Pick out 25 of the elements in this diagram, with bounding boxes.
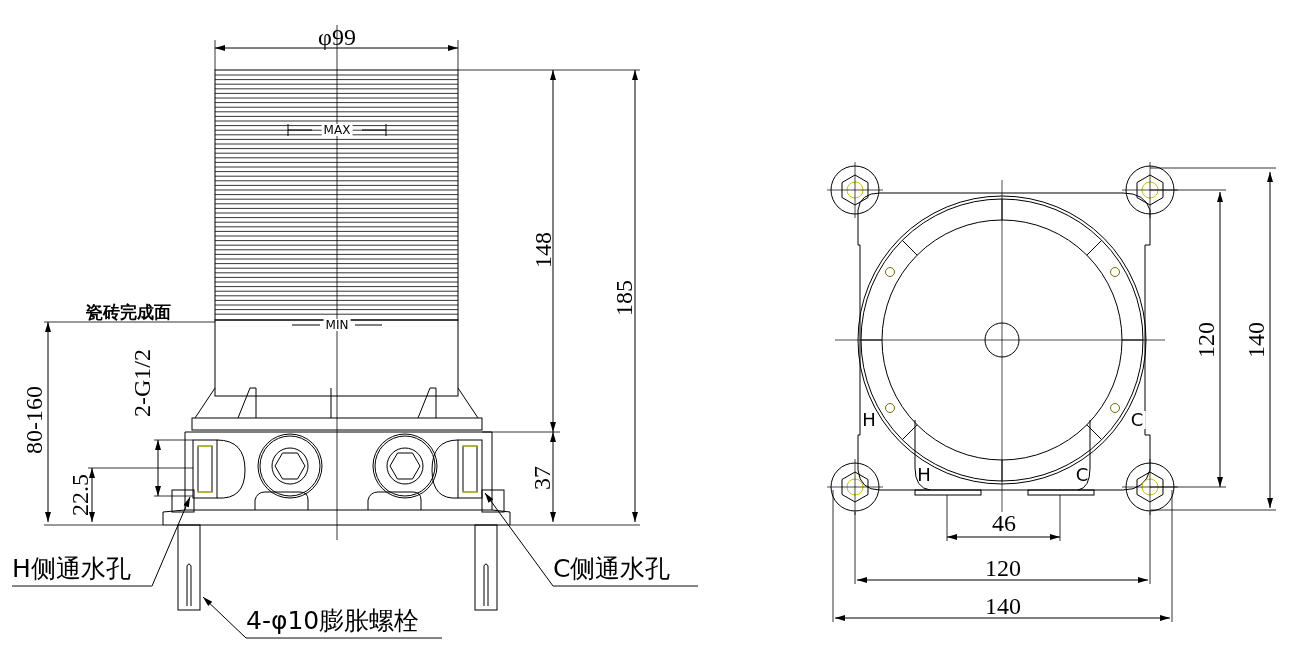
dimension-label: 140 (1244, 322, 1268, 358)
leader-line (484, 492, 699, 587)
dimension-label: 80-160 (22, 386, 46, 454)
port-letter-label: H (861, 411, 877, 429)
dimension-label: 185 (612, 280, 636, 316)
callout-label: H侧通水孔 (12, 556, 132, 581)
callout-label: 4-φ10膨胀螺栓 (246, 608, 421, 633)
dimension-label: 140 (985, 594, 1021, 618)
port-letter-label: C (1128, 411, 1146, 429)
dimension-label: 46 (992, 511, 1016, 535)
dimension-label: 120 (1194, 322, 1218, 358)
dimension-label: φ99 (318, 25, 356, 49)
port-letter-label: C (1074, 466, 1090, 484)
level-mark-label: MIN (323, 319, 351, 331)
leader-line (202, 596, 443, 639)
tile-surface-label: 瓷砖完成面 (85, 303, 171, 321)
dimension-label: 22.5 (68, 474, 92, 516)
dimension-label: 148 (531, 232, 555, 268)
callout-label: C侧通水孔 (553, 556, 672, 581)
dimension-label: 120 (985, 556, 1021, 580)
level-mark-label: MAX (321, 124, 353, 136)
dimension-label: 37 (530, 466, 554, 490)
leader-line (11, 496, 191, 587)
port-letter-label: H (916, 466, 932, 484)
thread-size-label: 2-G1/2 (130, 349, 154, 417)
